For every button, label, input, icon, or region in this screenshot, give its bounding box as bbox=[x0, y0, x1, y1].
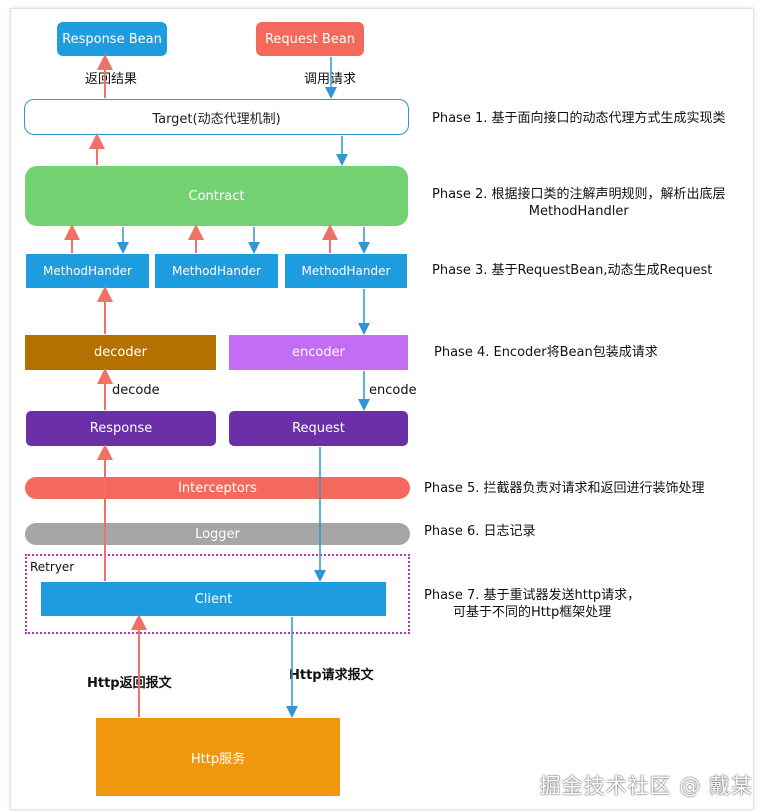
method-handler-node-1: MethodHander bbox=[26, 254, 149, 288]
diagram-frame bbox=[10, 8, 754, 810]
phase-6-text: Phase 6. 日志记录 bbox=[424, 524, 536, 539]
request-node: Request bbox=[229, 411, 408, 446]
method-handler-node-3: MethodHander bbox=[285, 254, 407, 288]
invoke-request-label: 调用请求 bbox=[304, 72, 357, 87]
phase-7-line-2: 可基于不同的Http框架处理 bbox=[452, 605, 612, 620]
contract-node: Contract bbox=[25, 166, 408, 226]
method-handler-node-2: MethodHander bbox=[155, 254, 278, 288]
return-result-label: 返回结果 bbox=[85, 72, 138, 87]
watermark: 掘金技术社区 @ 戴某 bbox=[539, 774, 753, 798]
http-service-node: Http服务 bbox=[96, 718, 340, 796]
response-bean-node: Response Bean bbox=[57, 22, 167, 56]
phase-7-line-1: Phase 7. 基于重试器发送http请求， bbox=[424, 588, 641, 603]
response-node: Response bbox=[26, 411, 216, 446]
encoder-node: encoder bbox=[229, 335, 408, 370]
http-response-msg-label: Http返回报文 bbox=[87, 676, 172, 691]
phase-7-text: Phase 7. 基于重试器发送http请求， 可基于不同的Http框架处理 bbox=[424, 587, 640, 621]
phase-4-text: Phase 4. Encoder将Bean包装成请求 bbox=[434, 345, 658, 360]
phase-2-line-2: MethodHandler bbox=[528, 204, 629, 219]
phase-3-text: Phase 3. 基于RequestBean,动态生成Request bbox=[432, 263, 713, 278]
request-bean-node: Request Bean bbox=[256, 22, 364, 56]
logger-node: Logger bbox=[25, 523, 410, 545]
phase-1-text: Phase 1. 基于面向接口的动态代理方式生成实现类 bbox=[432, 111, 726, 126]
decoder-node: decoder bbox=[25, 335, 216, 370]
target-node: Target(动态代理机制) bbox=[24, 99, 409, 135]
interceptors-node: Interceptors bbox=[25, 477, 410, 499]
retryer-group bbox=[25, 554, 410, 634]
decode-label: decode bbox=[112, 383, 160, 398]
retryer-label: Retryer bbox=[30, 560, 75, 574]
phase-2-line-1: Phase 2. 根据接口类的注解声明规则，解析出底层 bbox=[432, 187, 726, 202]
phase-5-text: Phase 5. 拦截器负责对请求和返回进行装饰处理 bbox=[424, 481, 705, 496]
http-request-msg-label: Http请求报文 bbox=[289, 668, 374, 683]
phase-2-text: Phase 2. 根据接口类的注解声明规则，解析出底层 MethodHandle… bbox=[432, 186, 725, 220]
client-node: Client bbox=[41, 582, 386, 616]
encode-label: encode bbox=[369, 383, 417, 398]
